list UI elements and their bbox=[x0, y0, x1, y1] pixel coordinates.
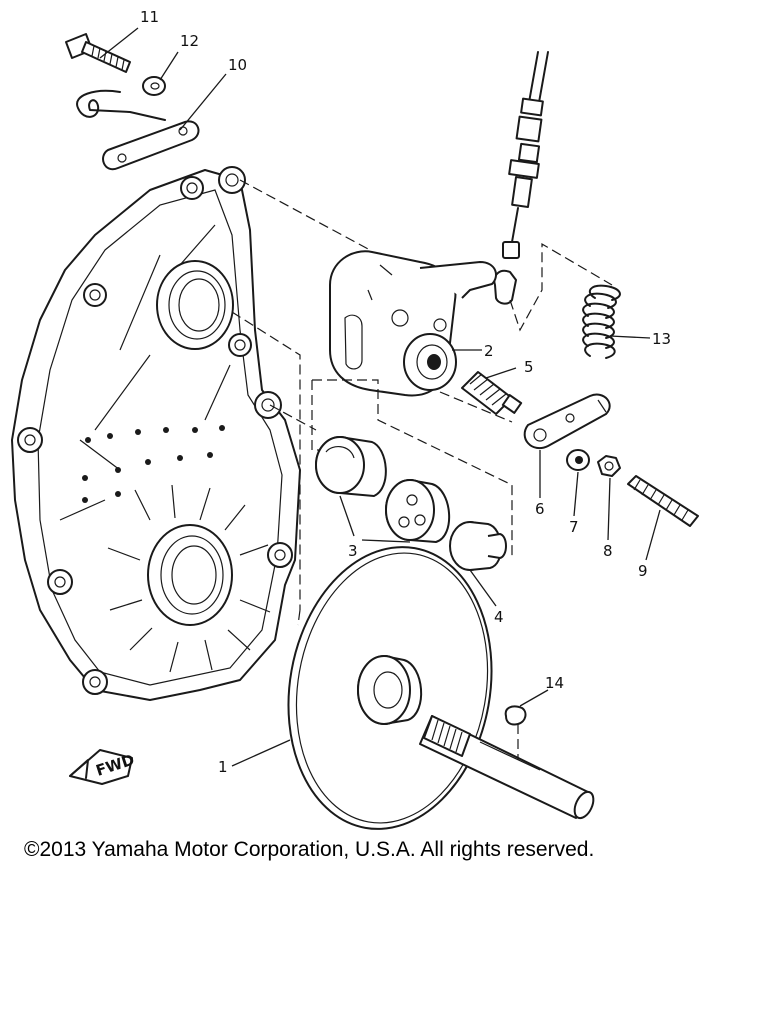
exploded-parts-diagram: FWD 11 12 10 2 5 13 6 7 8 9 3 4 1 14 bbox=[11, 8, 699, 830]
pulley-disc-part-1 bbox=[287, 546, 493, 830]
washer-part-12 bbox=[142, 76, 166, 96]
callout-11: 11 bbox=[140, 8, 159, 26]
drive-shaft bbox=[419, 715, 595, 820]
piston-part-4 bbox=[449, 521, 507, 571]
nut-part-8 bbox=[597, 455, 621, 477]
callout-4: 4 bbox=[494, 608, 504, 626]
callout-8: 8 bbox=[603, 542, 613, 560]
diaphragm-cup-part-3 bbox=[315, 436, 387, 497]
carburetor-body-part-2 bbox=[329, 250, 497, 397]
callout-9: 9 bbox=[638, 562, 648, 580]
throttle-cable bbox=[493, 51, 549, 305]
callout-12: 12 bbox=[180, 32, 199, 50]
bolt-part-11 bbox=[65, 33, 131, 73]
washer-part-7 bbox=[566, 449, 590, 471]
callout-2: 2 bbox=[484, 342, 494, 360]
callout-7: 7 bbox=[569, 518, 579, 536]
callout-3: 3 bbox=[348, 542, 358, 560]
callout-13: 13 bbox=[652, 330, 671, 348]
idle-screw-part-5 bbox=[461, 371, 523, 415]
spring-clip bbox=[76, 89, 166, 121]
spring-part-13 bbox=[582, 284, 621, 359]
callout-6: 6 bbox=[535, 500, 545, 518]
callout-5: 5 bbox=[524, 358, 534, 376]
plate-part-10 bbox=[102, 120, 200, 171]
screw-part-9 bbox=[627, 475, 699, 527]
crankcase-cover bbox=[11, 166, 301, 701]
copyright-notice: ©2013 Yamaha Motor Corporation, U.S.A. A… bbox=[24, 838, 595, 861]
woodruff-key-part-14 bbox=[504, 705, 527, 726]
diaphragm-plate-part-3 bbox=[385, 479, 450, 543]
fwd-arrow-icon: FWD bbox=[69, 749, 137, 785]
callout-10: 10 bbox=[228, 56, 247, 74]
callout-14: 14 bbox=[545, 674, 564, 692]
callout-1: 1 bbox=[218, 758, 228, 776]
lever-part-6 bbox=[523, 393, 611, 449]
